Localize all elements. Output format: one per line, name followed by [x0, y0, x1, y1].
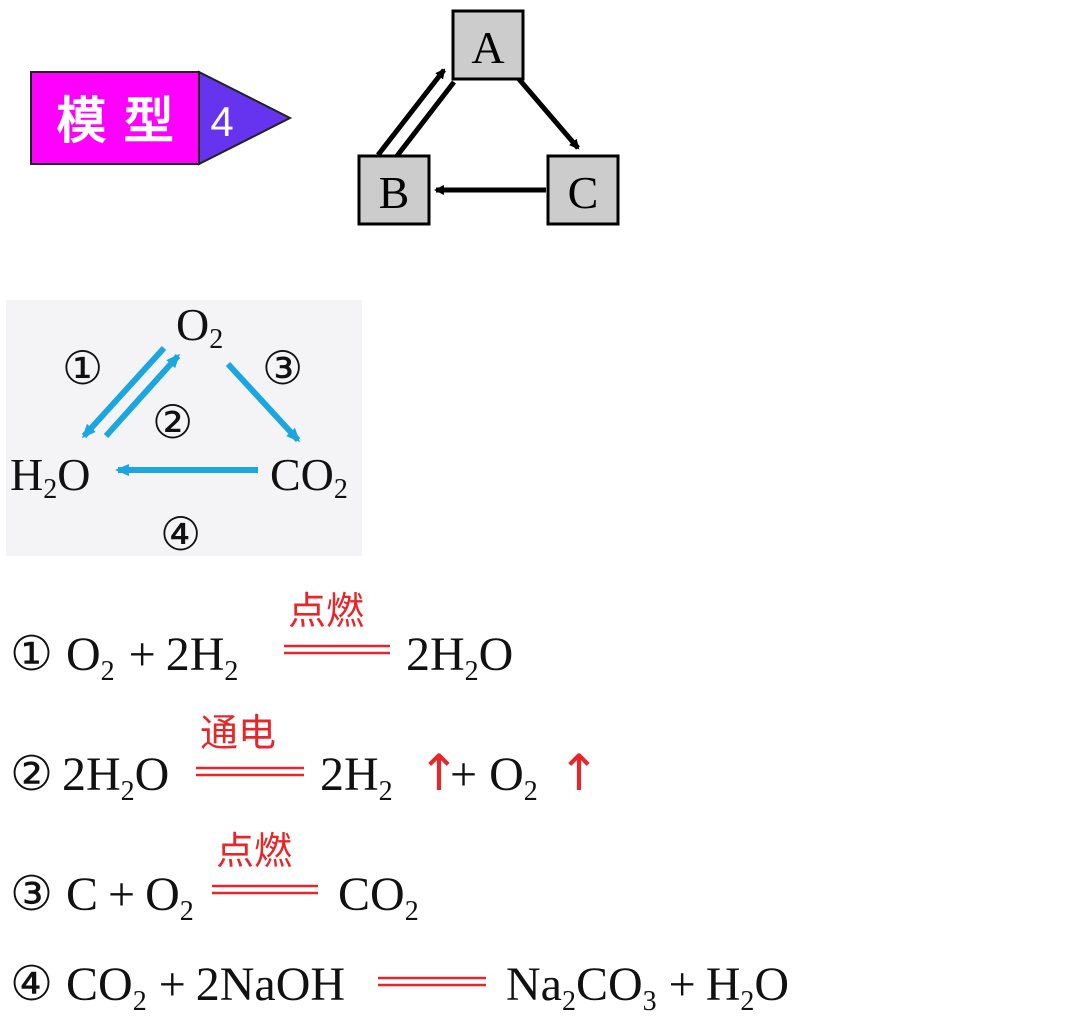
equation-2-gas-arrow-2: ↑: [558, 744, 600, 802]
svg-text:2H2O: 2H2O: [62, 748, 169, 807]
node-b-label: B: [379, 167, 410, 218]
step-label-4: ④: [160, 509, 201, 560]
step-label-1: ①: [62, 343, 103, 394]
node-c-label: C: [568, 167, 599, 218]
equation-2-condition: 通电: [200, 711, 276, 755]
arrow-o2-to-co2: [225, 361, 301, 443]
equation-1-condition: 点燃: [288, 589, 364, 633]
node-c: C: [546, 154, 620, 226]
abc-diagram: A B C: [357, 9, 620, 226]
node-h2o: H2O: [10, 449, 90, 505]
equation-2: ② 2H2O 通电 2H2 ↑ +O2 ↑: [10, 711, 600, 807]
equation-1: ① O2+2H2 点燃 2H2O: [10, 589, 513, 687]
step-label-3: ③: [262, 343, 303, 394]
node-a: A: [451, 9, 525, 81]
oxygen-cycle-diagram: O2 H2O CO2 ① ② ③ ④: [6, 300, 362, 560]
node-o2: O2: [176, 300, 223, 355]
equation-2-gas-arrow-1: ↑: [418, 744, 460, 802]
equation-4-number: ④: [10, 956, 53, 1012]
node-co2: CO2: [270, 449, 348, 505]
svg-text:2H2: 2H2: [320, 748, 393, 807]
cycle-background: [6, 300, 362, 556]
badge-title: 模 型: [56, 92, 173, 150]
node-b: B: [357, 154, 431, 226]
equations: ① O2+2H2 点燃 2H2O ② 2H2O 通电 2H2 ↑ +O2 ↑ ③…: [10, 589, 789, 1017]
step-label-2: ②: [152, 397, 193, 448]
model-badge: 模 型 4: [30, 70, 293, 166]
svg-text:+O2: +O2: [450, 748, 538, 807]
svg-text:CO2: CO2: [338, 868, 419, 927]
equation-4: ④ CO2+2NaOH Na2CO3+H2O: [10, 956, 789, 1017]
arrow-o2-to-h2o: [81, 345, 167, 439]
node-a-label: A: [471, 22, 504, 73]
badge-number: 4: [210, 98, 233, 145]
edge-a-to-c: [516, 76, 580, 150]
equation-2-number: ②: [10, 746, 53, 802]
equation-1-number: ①: [10, 626, 53, 682]
equation-3: ③ C+O2 点燃 CO2: [10, 829, 419, 927]
svg-text:Na2CO3+H2O: Na2CO3+H2O: [506, 958, 789, 1017]
edge-a-to-b: [388, 80, 456, 167]
equation-3-condition: 点燃: [216, 829, 292, 873]
badge-arrow-box: [198, 70, 293, 166]
equation-3-number: ③: [10, 866, 53, 922]
badge-title-box: [30, 71, 200, 165]
svg-text:O2+2H2: O2+2H2: [66, 628, 238, 687]
svg-text:CO2+2NaOH: CO2+2NaOH: [66, 958, 345, 1017]
svg-text:C+O2: C+O2: [66, 868, 194, 927]
edge-b-to-a: [376, 68, 446, 157]
arrow-h2o-to-o2: [103, 353, 181, 439]
svg-text:2H2O: 2H2O: [406, 628, 513, 687]
